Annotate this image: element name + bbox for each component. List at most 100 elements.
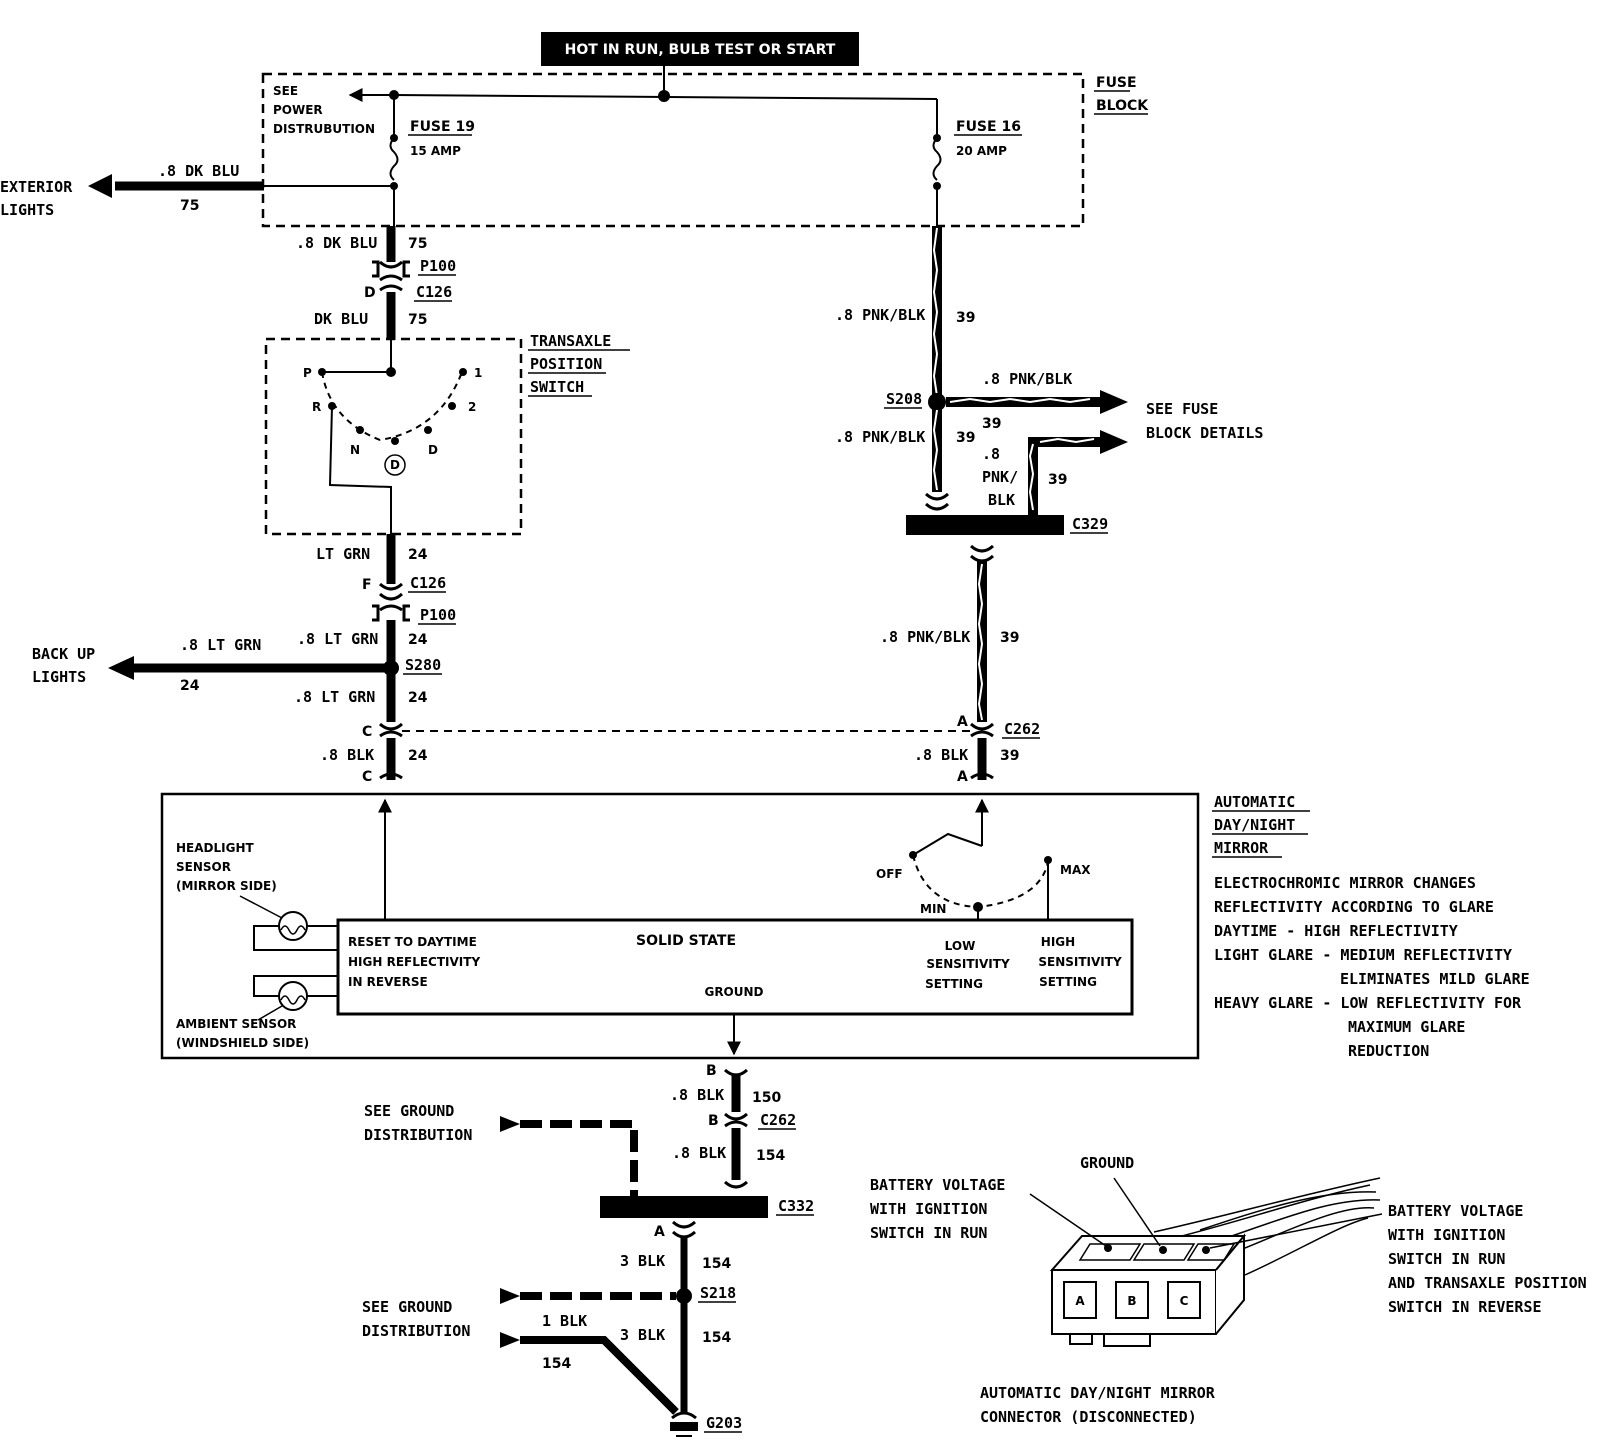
wire-label: .8 (982, 445, 1000, 463)
wire-label: .8 BLK (670, 1086, 724, 1104)
backup-lights-label: BACK UP (32, 645, 95, 663)
fuse-block-outline (261, 72, 1085, 228)
position-r: R (312, 400, 321, 414)
s208-label: S208 (886, 390, 922, 408)
arrow-see-ground-2 (500, 1288, 520, 1304)
g203-label: G203 (706, 1414, 742, 1432)
p100-connector-top (372, 260, 410, 292)
c126-label: C126 (416, 283, 452, 301)
arrow-see-ground-3 (500, 1332, 520, 1348)
connector-ground-label: GROUND (1080, 1154, 1134, 1172)
mirror-label: AUTOMATIC (1214, 793, 1295, 811)
description-line: HEAVY GLARE - LOW REFLECTIVITY FOR (1214, 994, 1522, 1012)
ground-label: GROUND (704, 985, 763, 999)
pin-label: F (362, 577, 372, 593)
reset-text: IN REVERSE (348, 975, 428, 989)
ambient-sensor-icon (278, 981, 308, 1011)
circuit-number: 154 (756, 1148, 785, 1164)
exterior-lights-label: LIGHTS (0, 201, 54, 219)
wire-label: .8 LT GRN (294, 688, 375, 706)
description-line: ELECTROCHROMIC MIRROR CHANGES (1214, 874, 1476, 892)
circuit-number: 39 (1000, 630, 1019, 646)
mirror-label: MIRROR (1214, 839, 1269, 857)
fuse-block-label: FUSE (1096, 75, 1137, 91)
circuit-number: 24 (408, 690, 428, 706)
position-n: N (350, 443, 360, 457)
low-sensitivity: SENSITIVITY (926, 957, 1010, 971)
arrow-exterior-lights (88, 174, 112, 198)
solid-state-label: SOLID STATE (636, 933, 736, 949)
arrow-see-fuse-2 (1100, 430, 1128, 454)
pin-label: C (362, 769, 372, 785)
mirror-box (160, 792, 1200, 1060)
transaxle-label: TRANSAXLE (530, 332, 611, 350)
wire-label: LT GRN (316, 545, 370, 563)
backup-wire-label: .8 LT GRN (180, 636, 261, 654)
circuit-number: 154 (702, 1330, 731, 1346)
fuse-16-name: FUSE 16 (956, 119, 1021, 135)
backup-circuit: 24 (180, 678, 200, 694)
wire-label: PNK/ (982, 468, 1018, 486)
wire-label: .8 PNK/BLK (835, 428, 925, 446)
s218-label: S218 (700, 1284, 736, 1302)
battery-voltage-right: SWITCH IN RUN (1388, 1250, 1505, 1268)
wire-label: .8 LT GRN (297, 630, 378, 648)
connector-caption: CONNECTOR (DISCONNECTED) (980, 1408, 1197, 1426)
battery-voltage-right: WITH IGNITION (1388, 1226, 1505, 1244)
ambient-sensor-label: AMBIENT SENSOR (176, 1017, 296, 1031)
wire-label: .8 PNK/BLK (880, 628, 970, 646)
switch-off-label: OFF (876, 867, 903, 881)
s280-label: S280 (405, 656, 441, 674)
wire-label: .8 DK BLU (296, 234, 377, 252)
high-sensitivity: HIGH (1041, 935, 1075, 949)
circuit-number: 154 (542, 1356, 571, 1372)
circuit-number: 75 (408, 312, 427, 328)
pin-label: A (957, 769, 968, 785)
switch-min-label: MIN (920, 902, 946, 916)
c262-connector (378, 722, 995, 738)
arrow-see-ground-1 (500, 1116, 520, 1132)
battery-voltage-right: SWITCH IN REVERSE (1388, 1298, 1542, 1316)
c329-connector-bar (906, 515, 1064, 535)
mirror-label: DAY/NIGHT (1214, 816, 1295, 834)
see-power-text: SEE (273, 84, 298, 98)
pin-label: D (364, 285, 376, 301)
splice-s218 (676, 1288, 692, 1304)
battery-voltage-left: WITH IGNITION (870, 1200, 987, 1218)
description-line: DAYTIME - HIGH REFLECTIVITY (1214, 922, 1458, 940)
pin-label: B (706, 1063, 717, 1079)
headlight-sensor-label: SENSOR (176, 860, 231, 874)
description-line: ELIMINATES MILD GLARE (1340, 970, 1530, 988)
headlight-sensor-label: (MIRROR SIDE) (176, 879, 277, 893)
see-ground-label: DISTRIBUTION (362, 1322, 470, 1340)
c329-label: C329 (1072, 515, 1108, 533)
wire-label: .8 BLK (672, 1144, 726, 1162)
pin-label: A (654, 1224, 665, 1240)
mirror-connector-illustration (1049, 1177, 1381, 1347)
circuit-number: 24 (408, 547, 428, 563)
headlight-sensor-label: HEADLIGHT (176, 841, 254, 855)
low-sensitivity: SETTING (925, 977, 983, 991)
circuit-number: 150 (752, 1090, 781, 1106)
title-box: HOT IN RUN, BULB TEST OR START (541, 32, 859, 66)
backup-lights-label: LIGHTS (32, 668, 86, 686)
description-line: REDUCTION (1348, 1042, 1429, 1060)
see-ground-label: SEE GROUND (364, 1102, 454, 1120)
arrow-see-fuse (1100, 390, 1128, 414)
ground-g203-symbol (670, 1411, 698, 1437)
see-power-text: POWER (273, 103, 323, 117)
switch-max-label: MAX (1060, 863, 1091, 877)
fuse-16-rating: 20 AMP (956, 144, 1007, 158)
circuit-number: 154 (702, 1256, 731, 1272)
battery-voltage-right: AND TRANSAXLE POSITION (1388, 1274, 1587, 1292)
circuit-number: 24 (408, 632, 428, 648)
wire-label: .8 PNK/BLK (982, 370, 1072, 388)
wire-label: .8 BLK (914, 746, 968, 764)
title-text: HOT IN RUN, BULB TEST OR START (565, 42, 836, 58)
position-overdrive: D (390, 458, 400, 472)
p100-label: P100 (420, 606, 456, 624)
description-line: REFLECTIVITY ACCORDING TO GLARE (1214, 898, 1494, 916)
wire-label: 1 BLK (542, 1312, 587, 1330)
low-sensitivity: LOW (945, 939, 976, 953)
fuse-19-rating: 15 AMP (410, 144, 461, 158)
